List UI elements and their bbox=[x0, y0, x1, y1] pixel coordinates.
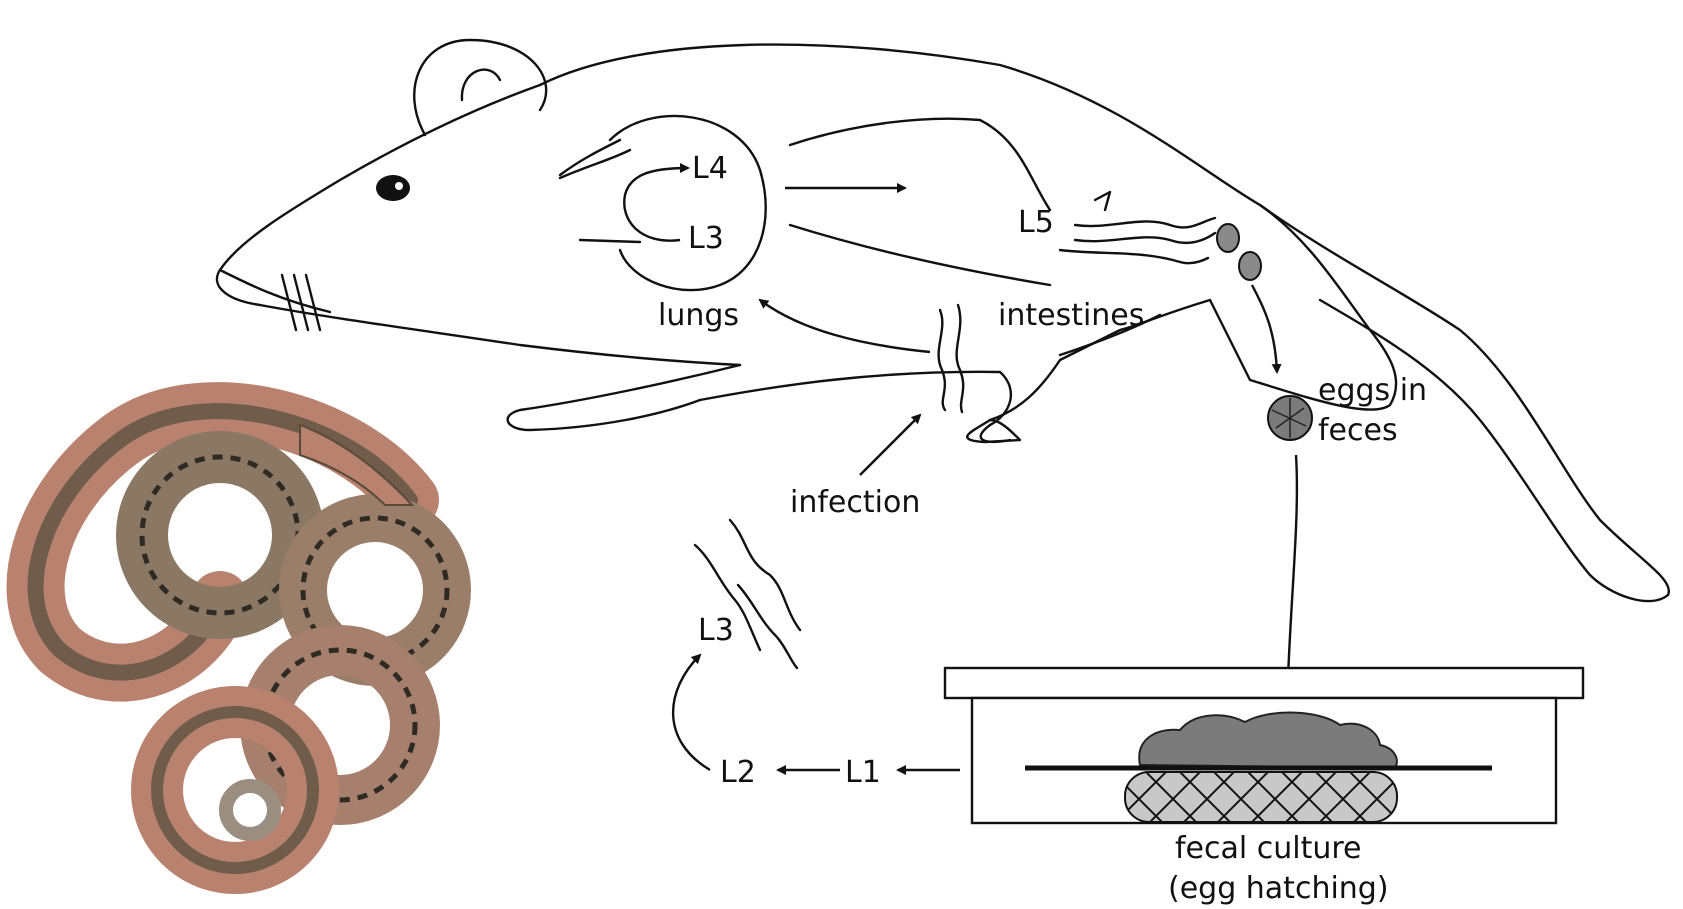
petri-dish-icon bbox=[945, 668, 1583, 823]
infective-larva-icon bbox=[939, 305, 964, 412]
label-lungs: lungs bbox=[658, 298, 739, 333]
nematode-photo-icon bbox=[36, 411, 447, 868]
label-culture-line1: fecal culture bbox=[1175, 831, 1362, 866]
label-l2: L2 bbox=[720, 755, 756, 790]
label-eggs-line1: eggs in bbox=[1318, 373, 1427, 408]
label-culture-line2: (egg hatching) bbox=[1168, 871, 1389, 906]
egg-icon bbox=[1217, 224, 1261, 280]
lungs-cycle-arrow bbox=[624, 168, 688, 241]
label-l3-lungs: L3 bbox=[688, 221, 724, 256]
label-l3-free: L3 bbox=[698, 613, 734, 648]
adult-worms-icon bbox=[1060, 192, 1215, 263]
feces-egg-icon bbox=[1268, 396, 1312, 440]
label-intestines: intestines bbox=[998, 298, 1144, 333]
lungs-outline bbox=[610, 116, 766, 290]
arrow-infection bbox=[860, 415, 920, 475]
label-infection: infection bbox=[790, 485, 920, 520]
arrow-l2-to-l3 bbox=[673, 655, 710, 770]
label-eggs-line2: feces bbox=[1318, 413, 1398, 448]
label-l1: L1 bbox=[845, 755, 881, 790]
arrow-to-lungs bbox=[760, 300, 930, 352]
label-l5: L5 bbox=[1018, 205, 1054, 240]
arrow-eggs-down bbox=[1252, 285, 1277, 372]
label-l4: L4 bbox=[692, 151, 728, 186]
